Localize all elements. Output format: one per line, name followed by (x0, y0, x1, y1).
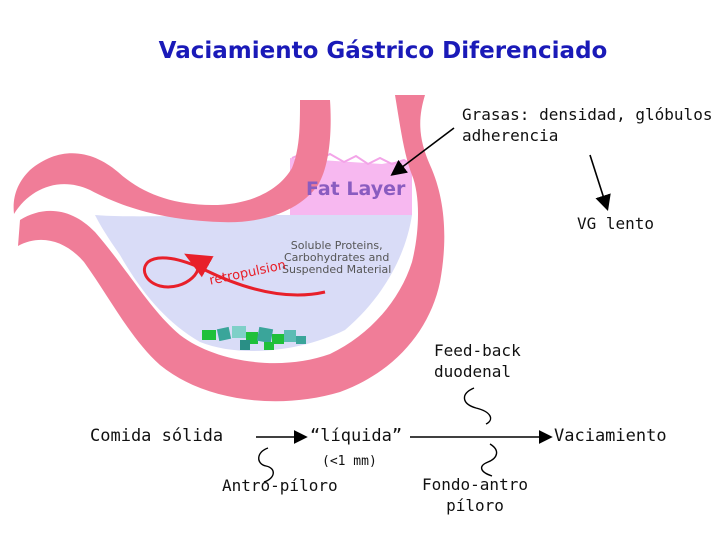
vaciamiento-label: Vaciamiento (554, 426, 667, 446)
soluble-line-1: Soluble Proteins, (290, 239, 383, 252)
feedback-duodenal-label: Feed-back duodenal (434, 340, 521, 382)
vg-lento-arrow (589, 154, 611, 212)
solid-particle (272, 334, 284, 344)
vg-lento-label: VG lento (577, 214, 655, 233)
fat-layer-label: Fat Layer (306, 178, 406, 200)
solid-particle (240, 340, 250, 350)
size-limit-label: (<1 mm) (322, 454, 377, 469)
fondo-line-2: píloro (446, 496, 504, 515)
soluble-content-label: Soluble Proteins, Carbohydrates and Susp… (282, 240, 391, 276)
solid-particle (202, 330, 216, 340)
soluble-line-2: Carbohydrates and (283, 251, 390, 264)
soluble-line-3: Suspended Material (282, 263, 392, 276)
comida-solida-label: Comida sólida (90, 426, 224, 446)
liquida-label: “líquida” (310, 426, 403, 446)
brace-feedback (463, 387, 492, 425)
fondo-line-1: Fondo-antro (422, 475, 528, 494)
antro-piloro-label: Antro-píloro (222, 476, 338, 495)
stomach-wall (18, 95, 445, 402)
page-title: Vaciamiento Gástrico Diferenciado (158, 38, 608, 64)
feedback-line-2: duodenal (434, 362, 512, 381)
fondo-antro-label: Fondo-antro píloro (422, 474, 528, 516)
feedback-line-1: Feed-back (434, 341, 521, 360)
solid-particle (296, 336, 306, 344)
grasas-pointer-arrow (390, 127, 455, 176)
solid-particle (216, 326, 232, 342)
grasas-line-1: Grasas: densidad, glóbulos (462, 105, 713, 124)
solid-particle (232, 326, 246, 338)
stomach-wall-upper (13, 100, 331, 223)
brace-fondo (481, 443, 498, 477)
solid-particle (284, 330, 296, 342)
grasas-line-2: adherencia (462, 126, 559, 145)
liquid-region (95, 215, 412, 352)
solid-particle (256, 326, 274, 344)
brace-antro-piloro (258, 447, 274, 483)
solid-particles (202, 326, 306, 350)
retropulsion-arrow (143, 253, 326, 297)
grasas-label: Grasas: densidad, glóbulos adherencia (462, 104, 712, 146)
solid-particle (264, 342, 274, 350)
